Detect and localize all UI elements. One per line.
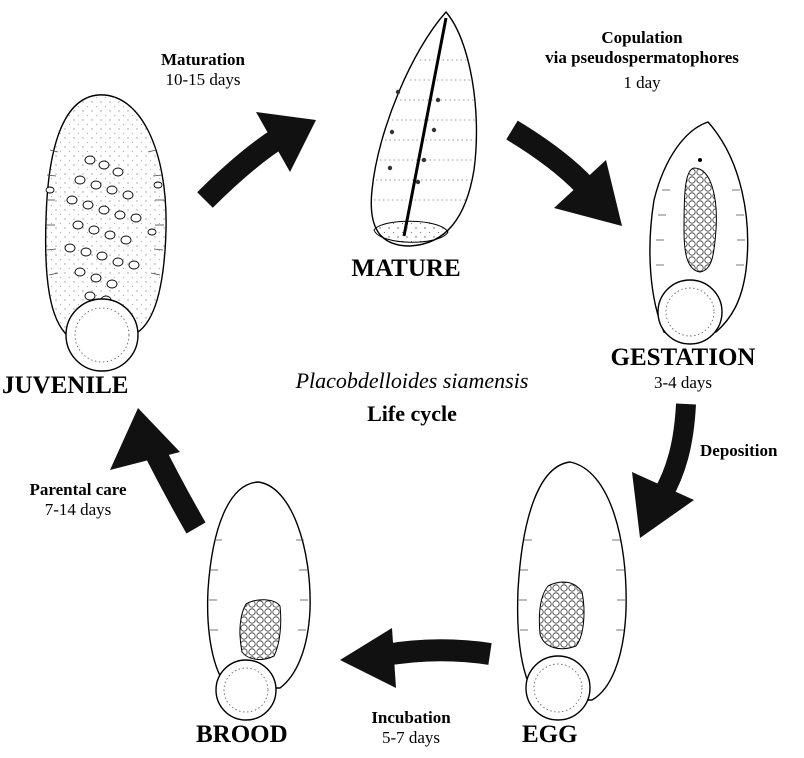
maturation-label: Maturation 10-15 days	[148, 50, 258, 89]
incubation-name: Incubation	[346, 708, 476, 728]
parental-care-label: Parental care 7-14 days	[8, 480, 148, 519]
copulation-label: Copulation via pseudospermatophores 1 da…	[512, 28, 772, 93]
maturation-arrow	[205, 112, 316, 200]
copulation-name-line1: Copulation	[512, 28, 772, 48]
incubation-duration: 5-7 days	[346, 728, 476, 748]
incubation-label: Incubation 5-7 days	[346, 708, 476, 747]
gestation-stage-label: GESTATION 3-4 days	[598, 344, 768, 392]
maturation-name: Maturation	[148, 50, 258, 70]
life-cycle-subtitle: Life cycle	[262, 401, 562, 426]
copulation-duration: 1 day	[512, 73, 772, 93]
mature-leech-illustration	[371, 12, 476, 246]
diagram-title: Placobdelloides siamensis Life cycle	[262, 368, 562, 427]
parental-care-name: Parental care	[8, 480, 148, 500]
maturation-duration: 10-15 days	[148, 70, 258, 90]
egg-leech-illustration	[518, 462, 627, 720]
brood-stage-label: BROOD	[196, 721, 288, 750]
incubation-arrow	[340, 628, 490, 688]
gestation-duration: 3-4 days	[598, 373, 768, 393]
copulation-arrow	[512, 130, 622, 226]
brood-leech-illustration	[208, 482, 311, 720]
mature-stage-label: MATURE	[336, 255, 476, 284]
gestation-name: GESTATION	[598, 344, 768, 373]
juvenile-stage-label: JUVENILE	[2, 372, 128, 401]
species-name: Placobdelloides siamensis	[262, 368, 562, 393]
juvenile-leech-illustration	[46, 95, 166, 371]
copulation-name-line2: via pseudospermatophores	[512, 48, 772, 68]
gestation-leech-illustration	[650, 122, 748, 344]
deposition-arrow	[632, 404, 694, 538]
deposition-label: Deposition	[700, 441, 777, 461]
parental-care-duration: 7-14 days	[8, 500, 148, 520]
egg-stage-label: EGG	[522, 721, 578, 750]
